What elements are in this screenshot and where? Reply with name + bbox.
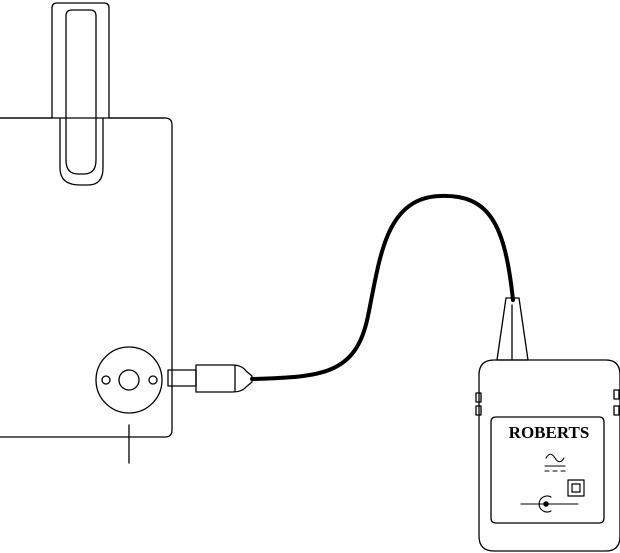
dc-symbol-icon [545,466,565,471]
dc-input-socket-hole-left [102,376,110,384]
dc-plug [168,365,252,392]
radio-handle [52,3,109,118]
radio-unit [0,3,172,463]
ac-symbol-icon [546,454,564,462]
mains-adapter: ROBERTS [476,298,620,551]
radio-handle-slot [66,10,96,174]
dc-input-socket[interactable] [96,347,162,413]
adapter-brand-label: ROBERTS [509,423,590,442]
adapter-clip-right-top [614,390,619,399]
adapter-clip-right-bottom [614,406,619,415]
dc-input-socket-hole-right [149,376,157,384]
dc-plug-polarity-icon [521,496,578,512]
dc-plug-body [196,365,252,392]
power-cable [252,196,513,379]
radio-back-panel [0,118,172,437]
double-insulation-class-ii-icon [568,480,584,496]
dc-input-socket-center [119,370,139,390]
